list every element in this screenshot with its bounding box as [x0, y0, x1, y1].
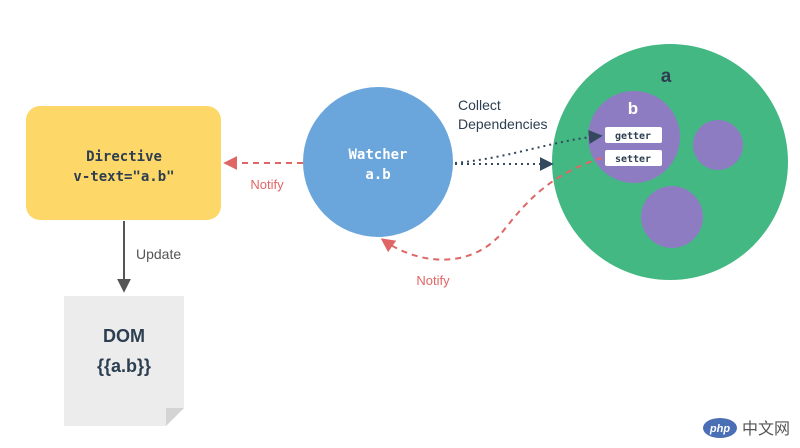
property-circle-right	[693, 120, 743, 170]
directive-expression: v-text="a.b"	[73, 169, 174, 185]
watermark-logo: php	[709, 423, 730, 435]
watermark-logo-icon	[703, 418, 737, 438]
update-label: Update	[136, 246, 181, 262]
object-b: b getter setter	[588, 91, 680, 183]
collect-label-line1: Collect	[458, 97, 501, 113]
dom-binding: {{a.b}}	[97, 356, 151, 376]
object-a-label: a	[661, 66, 672, 87]
getter-label: getter	[615, 131, 651, 142]
dom-node: DOM {{a.b}}	[64, 296, 184, 426]
directive-title: Directive	[86, 149, 162, 165]
setter-label: setter	[615, 154, 651, 165]
dom-title: DOM	[103, 326, 145, 346]
collect-label-line2: Dependencies	[458, 116, 548, 132]
watcher-title: Watcher	[348, 147, 407, 163]
watermark: php 中文网	[703, 418, 790, 438]
setter-box	[605, 150, 662, 166]
object-b-label: b	[628, 99, 638, 118]
directive-node: Directive v-text="a.b"	[26, 106, 221, 220]
watcher-expression: a.b	[365, 167, 390, 183]
notify-label-bottom: Notify	[416, 273, 450, 288]
notify-label-top: Notify	[250, 177, 284, 192]
notify-arrow-watcher	[380, 157, 603, 261]
watermark-text: 中文网	[742, 420, 790, 438]
watcher-node: Watcher a.b	[303, 87, 453, 237]
collect-arrow-getter	[454, 130, 603, 164]
getter-box	[605, 127, 662, 143]
property-circle-bottom	[641, 186, 703, 248]
